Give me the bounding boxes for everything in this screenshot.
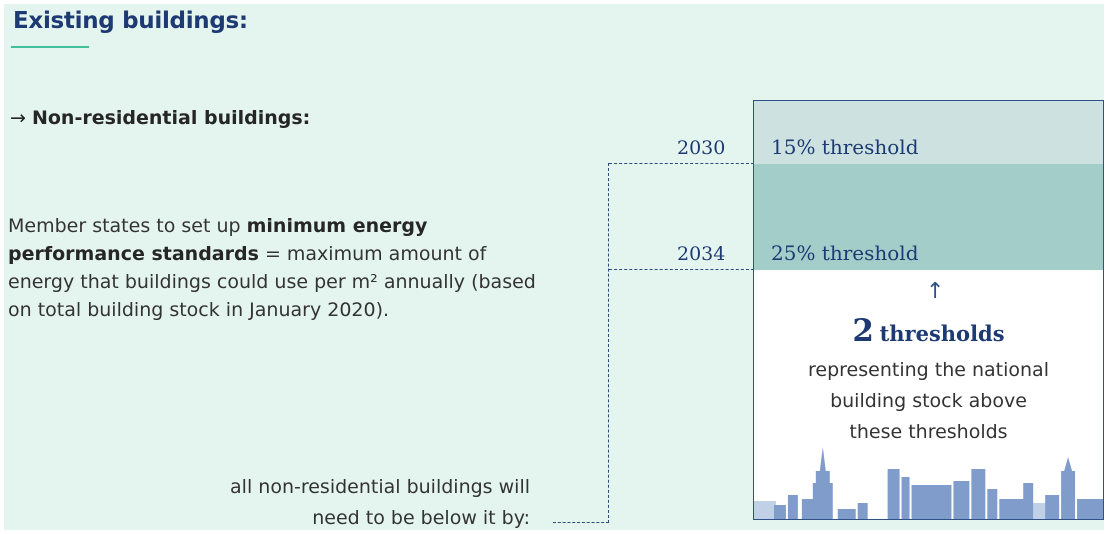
- body-text-bold: minimum energy performance standards: [8, 215, 428, 265]
- year-label-2030: 2030: [677, 137, 726, 159]
- threshold-label-25: 25% threshold: [771, 241, 919, 265]
- threshold-description-line-1: representing the national: [808, 359, 1049, 381]
- slide-canvas: Existing buildings: → Non-residential bu…: [4, 4, 1104, 530]
- connector-line-2034: [609, 269, 754, 270]
- threshold-count-number: 2: [852, 313, 874, 349]
- title-underline: [11, 46, 89, 48]
- threshold-count: 2 thresholds: [754, 313, 1103, 349]
- threshold-band-15: [754, 101, 1103, 164]
- threshold-panel: 15% threshold 25% threshold ↑ 2 threshol…: [753, 100, 1104, 520]
- threshold-description-line-3: these thresholds: [849, 421, 1008, 443]
- threshold-count-label: thresholds: [879, 321, 1005, 346]
- threshold-description: representing the national building stock…: [754, 355, 1103, 448]
- threshold-description-line-2: building stock above: [830, 390, 1027, 412]
- connector-line-2030: [609, 163, 754, 164]
- year-label-2034: 2034: [677, 243, 726, 265]
- deadline-note-line-1: all non-residential buildings will: [230, 476, 530, 498]
- subheading: → Non-residential buildings:: [10, 107, 310, 129]
- deadline-note: all non-residential buildings will need …: [230, 472, 530, 530]
- threshold-band-25: [754, 164, 1103, 270]
- body-text-pre: Member states to set up: [8, 215, 247, 237]
- connector-line-bottom: [553, 522, 609, 523]
- threshold-label-15: 15% threshold: [771, 135, 919, 159]
- body-text-post: = maximum amount of energy that building…: [8, 243, 536, 321]
- connector-line-vertical: [608, 163, 609, 523]
- arrow-right-icon: →: [10, 107, 26, 129]
- arrow-up-icon: ↑: [926, 279, 945, 304]
- deadline-note-line-2: need to be below it by:: [312, 507, 530, 529]
- page-title: Existing buildings:: [13, 8, 248, 34]
- subheading-label: Non-residential buildings:: [31, 107, 311, 129]
- city-skyline-illustration: [754, 447, 1103, 519]
- body-paragraph: Member states to set up minimum energy p…: [8, 212, 548, 324]
